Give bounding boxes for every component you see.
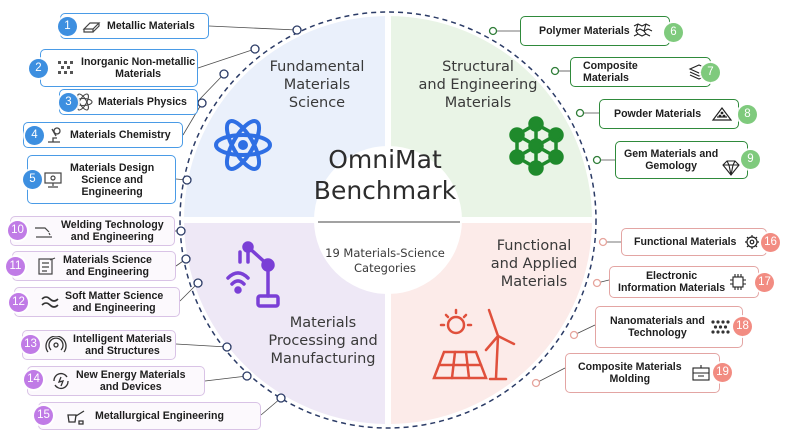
metal-bars-icon	[82, 22, 101, 33]
category-box-19[interactable]: Composite Materials Molding	[565, 353, 720, 393]
welding-torch-icon	[35, 227, 52, 238]
center-disc	[314, 146, 462, 294]
signal-rings-icon	[45, 336, 67, 353]
molding-press-icon	[692, 365, 710, 381]
crystal-grid-icon	[58, 61, 73, 74]
category-badge-18: 18	[733, 317, 752, 336]
atom-icon	[214, 119, 272, 171]
category-badge-16: 16	[761, 233, 780, 252]
category-label-4: Materials Chemistry	[70, 129, 171, 141]
category-label-6: Polymer Materials	[539, 25, 630, 37]
category-box-12[interactable]: Soft Matter Science and Engineering	[14, 287, 180, 317]
center-title: OmniMat Benchmark	[313, 145, 457, 205]
category-box-15[interactable]: Metallurgical Engineering	[38, 402, 261, 430]
connector-dots	[176, 25, 608, 403]
category-box-10[interactable]: Welding Technology and Engineering	[10, 216, 175, 246]
category-badge-7: 7	[701, 63, 720, 82]
outer-dashed-ring	[179, 11, 597, 429]
quadrant-title-structural: Structural and Engineering Materials	[418, 59, 538, 111]
category-label-11: Materials Science and Engineering	[63, 254, 152, 278]
microscope-icon	[48, 127, 61, 143]
category-label-3: Materials Physics	[98, 96, 187, 108]
category-box-11[interactable]: Materials Science and Engineering	[12, 251, 176, 281]
category-label-19: Composite Materials Molding	[578, 361, 682, 385]
polymer-chain-icon	[633, 23, 652, 37]
category-box-16[interactable]: Functional Materials	[621, 228, 767, 256]
category-label-14: New Energy Materials and Devices	[76, 369, 186, 393]
category-badge-15: 15	[34, 406, 53, 425]
category-badge-10: 10	[8, 221, 27, 240]
category-box-5[interactable]: Materials Design Science and Engineering	[27, 155, 176, 204]
category-badge-11: 11	[6, 257, 25, 276]
category-label-9: Gem Materials and Gemology	[624, 148, 719, 172]
category-badge-12: 12	[9, 293, 28, 312]
category-label-13: Intelligent Materials and Structures	[73, 333, 172, 357]
robot-arm-icon	[226, 241, 280, 308]
category-box-3[interactable]: Materials Physics	[59, 89, 198, 115]
category-badge-5: 5	[23, 170, 42, 189]
category-label-5: Materials Design Science and Engineering	[70, 161, 155, 198]
category-badge-9: 9	[741, 150, 760, 169]
design-workstation-icon	[44, 171, 62, 188]
quadrant-title-fundamental: Fundamental Materials Science	[269, 59, 365, 111]
center-subtitle: 19 Materials-Science Categories	[325, 246, 445, 275]
powder-pile-icon	[711, 107, 733, 121]
category-box-9[interactable]: Gem Materials and Gemology	[615, 141, 748, 179]
chip-icon	[730, 274, 747, 290]
category-label-17: Electronic Information Materials	[618, 270, 726, 294]
molecular-lattice-icon	[509, 116, 564, 176]
quadrant-title-processing: Materials Processing and Manufacturing	[268, 315, 378, 367]
category-box-7[interactable]: Composite Materials	[570, 57, 711, 87]
category-badge-8: 8	[738, 105, 757, 124]
category-label-15: Metallurgical Engineering	[95, 410, 224, 422]
category-badge-13: 13	[21, 335, 40, 354]
category-box-18[interactable]: Nanomaterials and Technology	[595, 306, 743, 348]
category-label-12: Soft Matter Science and Engineering	[65, 290, 164, 314]
category-label-7: Composite Materials	[583, 60, 638, 84]
category-label-18: Nanomaterials and Technology	[610, 315, 705, 339]
category-badge-3: 3	[59, 93, 78, 112]
category-box-2[interactable]: Inorganic Non-metallic Materials	[40, 49, 198, 87]
solar-wind-icon	[432, 308, 516, 381]
category-label-1: Metallic Materials	[107, 20, 195, 32]
wave-lines-icon	[41, 296, 59, 308]
category-label-2: Inorganic Non-metallic Materials	[81, 56, 196, 80]
category-label-8: Powder Materials	[614, 108, 702, 120]
ladle-icon	[67, 410, 85, 425]
category-badge-4: 4	[25, 126, 44, 145]
category-label-16: Functional Materials	[634, 236, 737, 248]
diamond-icon	[722, 160, 740, 176]
category-box-8[interactable]: Powder Materials	[599, 99, 739, 129]
checklist-icon	[38, 257, 56, 275]
nano-grid-icon	[711, 320, 730, 334]
category-badge-1: 1	[58, 17, 77, 36]
category-badge-19: 19	[713, 363, 732, 382]
gear-cog-icon	[745, 235, 760, 249]
category-box-17[interactable]: Electronic Information Materials	[609, 266, 759, 298]
category-box-6[interactable]: Polymer Materials	[520, 16, 670, 46]
category-badge-6: 6	[664, 23, 683, 42]
quadrant-title-functional: Functional and Applied Materials	[490, 238, 578, 290]
category-badge-2: 2	[29, 59, 48, 78]
category-box-14[interactable]: New Energy Materials and Devices	[27, 366, 205, 396]
category-label-10: Welding Technology and Engineering	[61, 219, 164, 243]
energy-cycle-icon	[53, 373, 69, 389]
category-badge-17: 17	[755, 273, 774, 292]
category-box-4[interactable]: Materials Chemistry	[23, 122, 183, 148]
category-box-13[interactable]: Intelligent Materials and Structures	[22, 330, 176, 360]
category-box-1[interactable]: Metallic Materials	[60, 13, 209, 39]
category-badge-14: 14	[24, 370, 43, 389]
